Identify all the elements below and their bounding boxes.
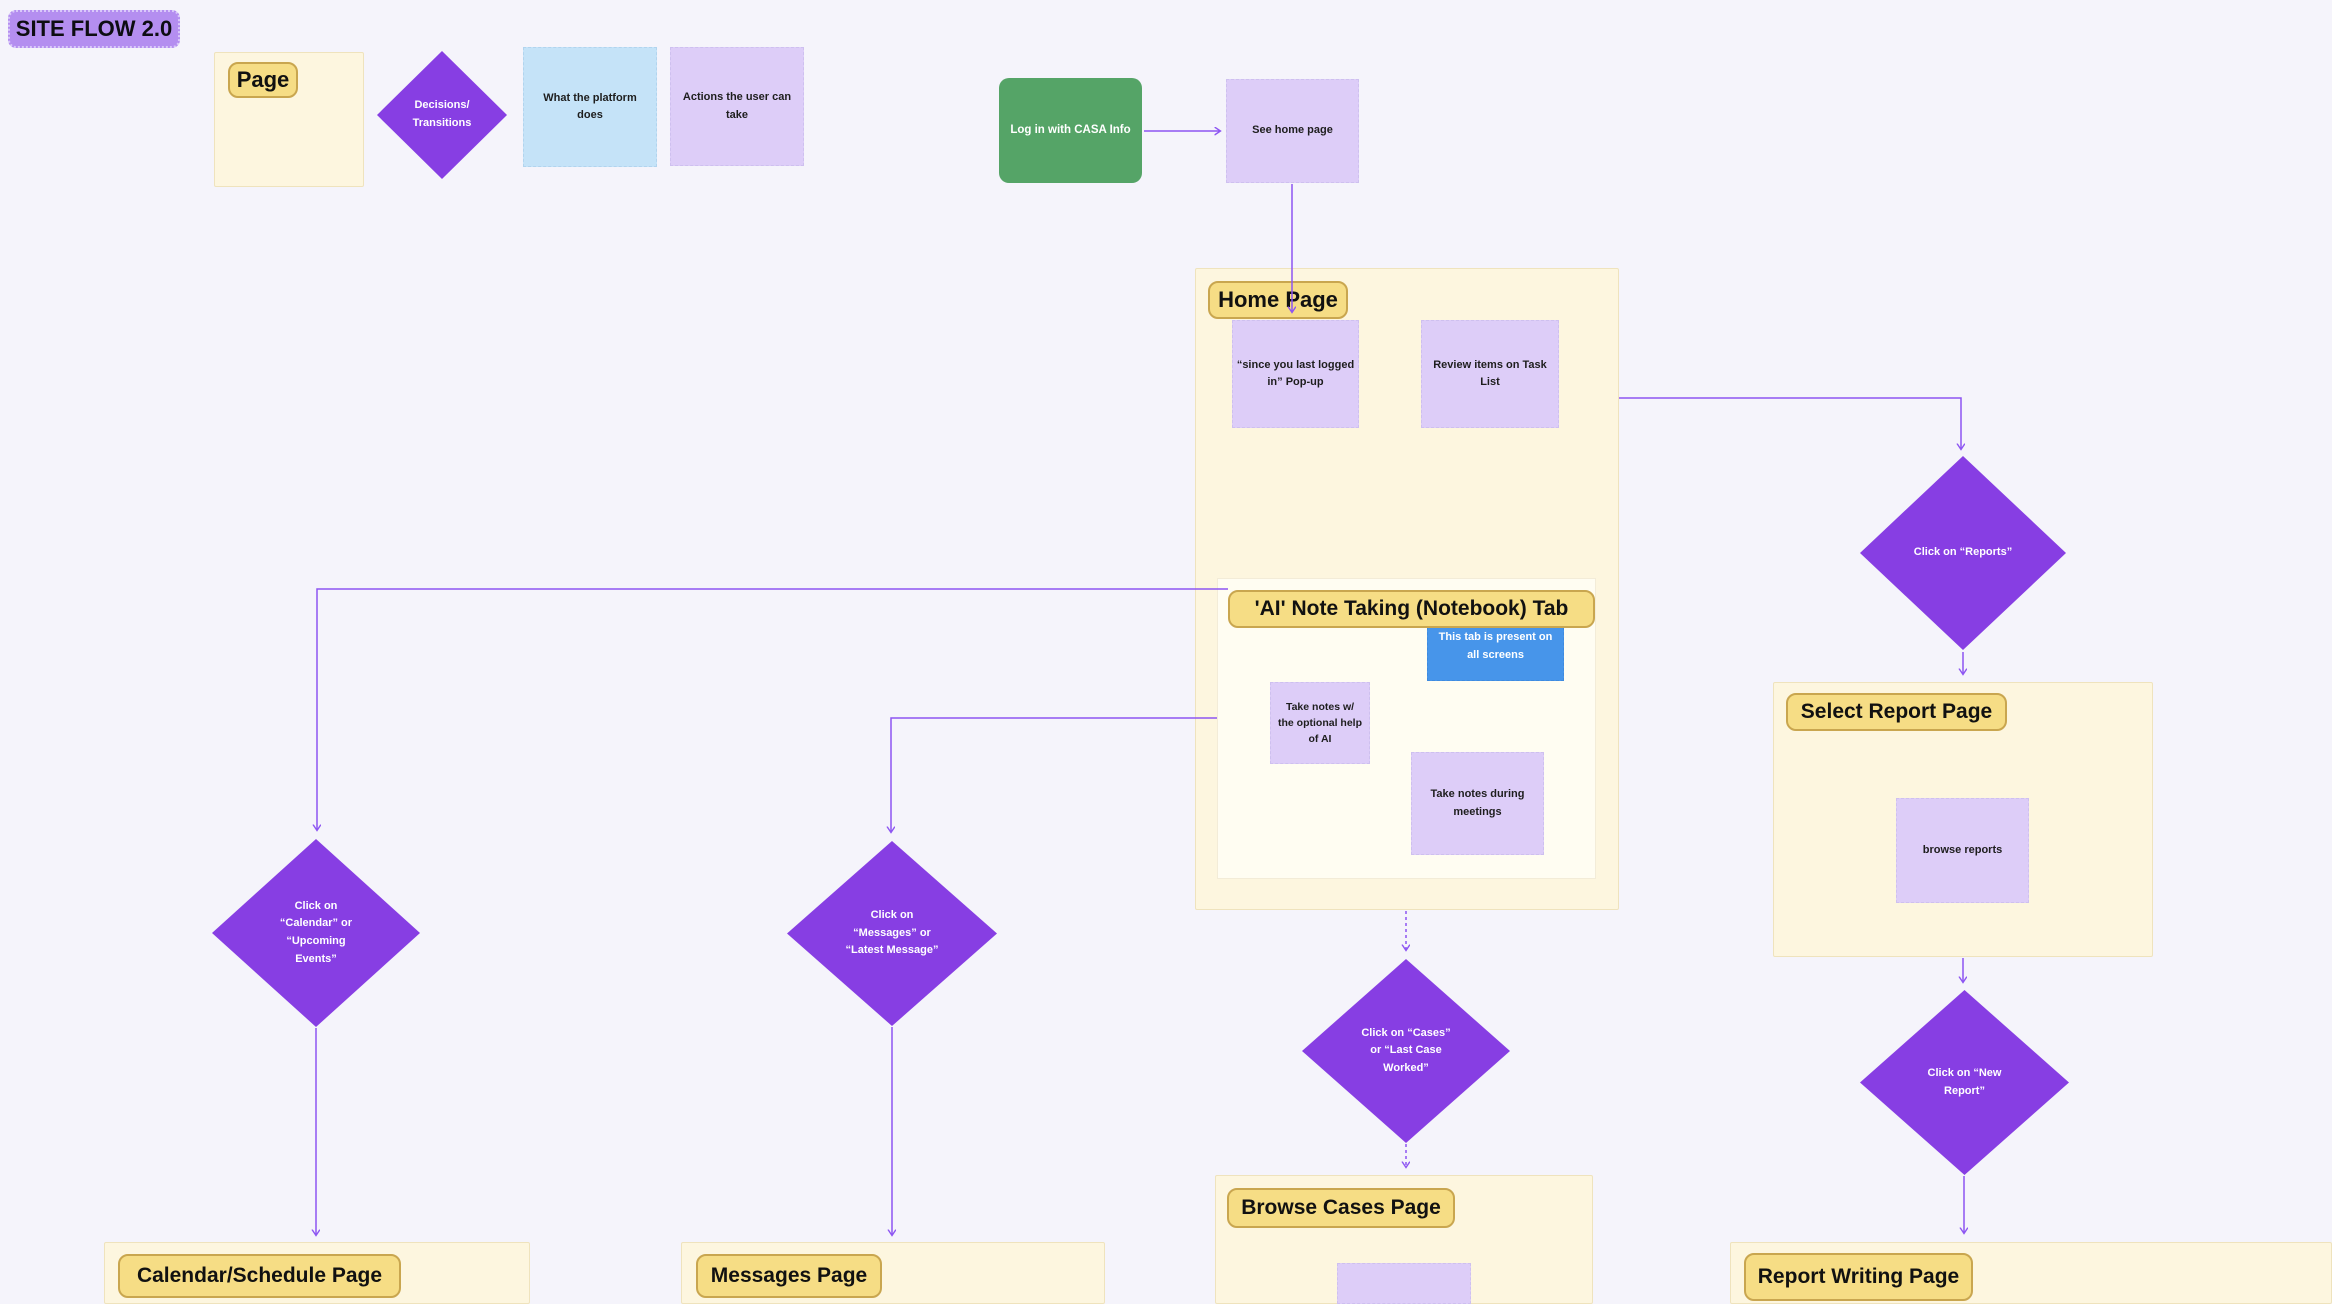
- title-label: SITE FLOW 2.0: [15, 16, 173, 42]
- cases-decision-label: Click on “Cases” or “Last Case Worked”: [1361, 1026, 1451, 1074]
- select-report-badge[interactable]: Select Report Page: [1786, 693, 2007, 731]
- home-page-label: Home Page: [1218, 287, 1338, 313]
- task-list-note[interactable]: Review items on Task List: [1421, 320, 1559, 428]
- calendar-page-label: Calendar/Schedule Page: [136, 1263, 383, 1287]
- ai-tab-label: 'AI' Note Taking (Notebook) Tab: [1254, 596, 1569, 620]
- calendar-decision-label: Click on “Calendar” or “Upcoming Events”: [279, 899, 353, 965]
- see-home-label: See home page: [1252, 124, 1333, 137]
- legend-page-badge[interactable]: Page: [228, 62, 298, 98]
- calendar-decision-diamond[interactable]: Click on “Calendar” or “Upcoming Events”: [212, 839, 420, 1027]
- login-node[interactable]: Log in with CASA Info: [999, 78, 1142, 183]
- browse-cases-badge[interactable]: Browse Cases Page: [1227, 1188, 1455, 1228]
- browse-cases-label: Browse Cases Page: [1241, 1195, 1441, 1219]
- messages-decision-diamond[interactable]: Click on “Messages” or “Latest Message”: [787, 841, 997, 1026]
- messages-decision-label: Click on “Messages” or “Latest Message”: [845, 909, 939, 957]
- reports-decision-label: Click on “Reports”: [1913, 546, 2013, 559]
- legend-platform-note[interactable]: What the platform does: [523, 47, 657, 167]
- ai-tab-badge[interactable]: 'AI' Note Taking (Notebook) Tab: [1228, 590, 1595, 628]
- legend-decisions-diamond[interactable]: Decisions/ Transitions: [377, 51, 507, 179]
- legend-decisions-label: Decisions/ Transitions: [412, 99, 472, 129]
- report-writing-label: Report Writing Page: [1757, 1264, 1960, 1288]
- notes-with-ai-note[interactable]: Take notes w/ the optional help of AI: [1270, 682, 1370, 764]
- messages-page-badge[interactable]: Messages Page: [696, 1254, 882, 1298]
- legend-platform-label: What the platform does: [543, 91, 637, 121]
- new-report-decision-label: Click on “New Report”: [1927, 1066, 2002, 1097]
- new-report-decision-diamond[interactable]: Click on “New Report”: [1860, 990, 2069, 1175]
- login-popup-note[interactable]: “since you last logged in” Pop-up: [1232, 320, 1359, 428]
- select-report-label: Select Report Page: [1800, 699, 1993, 723]
- title-badge[interactable]: SITE FLOW 2.0: [8, 10, 180, 48]
- cases-decision-diamond[interactable]: Click on “Cases” or “Last Case Worked”: [1302, 959, 1510, 1143]
- legend-actions-label: Actions the user can take: [682, 91, 792, 121]
- notes-with-ai-label: Take notes w/ the optional help of AI: [1278, 700, 1362, 746]
- messages-page-label: Messages Page: [710, 1263, 868, 1287]
- home-page-badge[interactable]: Home Page: [1208, 281, 1348, 319]
- task-list-label: Review items on Task List: [1433, 358, 1547, 388]
- login-label: Log in with CASA Info: [1010, 123, 1131, 136]
- notes-meetings-note[interactable]: Take notes during meetings: [1411, 752, 1544, 855]
- browse-reports-label: browse reports: [1922, 843, 2003, 856]
- login-popup-label: “since you last logged in” Pop-up: [1236, 358, 1355, 388]
- calendar-page-badge[interactable]: Calendar/Schedule Page: [118, 1254, 401, 1298]
- legend-page-label: Page: [236, 67, 290, 93]
- legend-actions-note[interactable]: Actions the user can take: [670, 47, 804, 166]
- reports-decision-diamond[interactable]: Click on “Reports”: [1860, 456, 2066, 650]
- notes-meetings-label: Take notes during meetings: [1430, 788, 1525, 818]
- report-writing-badge[interactable]: Report Writing Page: [1744, 1253, 1973, 1301]
- browse-reports-note[interactable]: browse reports: [1896, 798, 2029, 903]
- ai-tab-present-label: This tab is present on all screens: [1438, 631, 1553, 661]
- see-home-note[interactable]: See home page: [1226, 79, 1359, 183]
- case-note-empty[interactable]: [1337, 1263, 1471, 1304]
